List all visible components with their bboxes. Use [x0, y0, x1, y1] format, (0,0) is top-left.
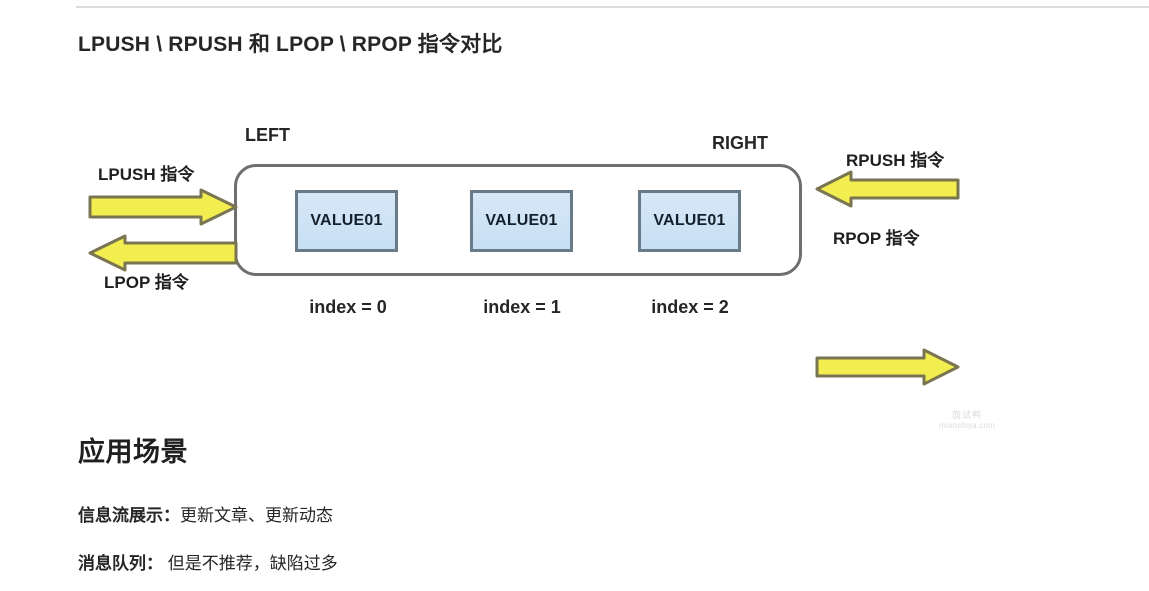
value-box: VALUE01: [470, 190, 573, 252]
right-end-label: RIGHT: [712, 133, 768, 153]
watermark: 面试鸭 mianshiya.com: [928, 410, 1006, 431]
lpop-arrow-icon: [88, 234, 238, 272]
index-label: index = 1: [483, 297, 561, 317]
rpush-arrow-icon: [815, 170, 960, 208]
watermark-brand: 面试鸭: [951, 410, 982, 420]
page-title: LPUSH \ RPUSH 和 LPOP \ RPOP 指令对比: [78, 33, 503, 56]
bullet-text: 更新文章、更新动态: [180, 506, 333, 525]
bullet-item: 消息队列： 但是不推荐，缺陷过多: [78, 549, 338, 574]
index-label: index = 2: [651, 297, 729, 317]
lpush-arrow-icon: [88, 188, 238, 226]
bullet-item: 信息流展示：更新文章、更新动态: [78, 501, 333, 526]
index-label: index = 0: [309, 297, 387, 317]
value-box: VALUE01: [638, 190, 741, 252]
bullet-lead: 消息队列：: [78, 554, 163, 573]
left-end-label: LEFT: [245, 125, 290, 145]
lpop-arrow-label: LPOP 指令: [104, 273, 189, 292]
rpop-arrow-label: RPOP 指令: [833, 229, 920, 248]
lpush-arrow-label: LPUSH 指令: [98, 165, 195, 184]
rpush-arrow-label: RPUSH 指令: [846, 151, 945, 170]
watermark-url: mianshiya.com: [939, 421, 995, 431]
bullet-lead: 信息流展示：: [78, 506, 180, 525]
rpop-arrow-icon: [815, 348, 960, 386]
bullet-text: 但是不推荐，缺陷过多: [163, 554, 338, 573]
top-divider: [76, 6, 1149, 8]
section-heading: 应用场景: [78, 437, 188, 467]
value-box: VALUE01: [295, 190, 398, 252]
list-structure-diagram: LEFT RIGHT VALUE01 VALUE01 VALUE01 index…: [0, 100, 1149, 430]
